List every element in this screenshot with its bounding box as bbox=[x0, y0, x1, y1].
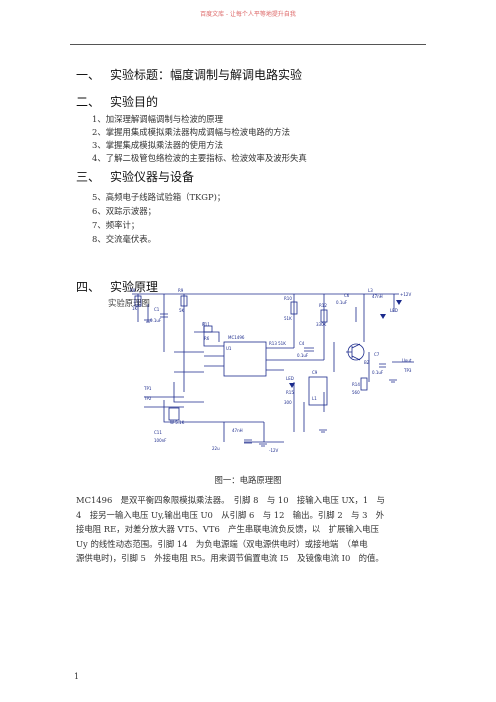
svg-text:R14: R14 bbox=[352, 382, 360, 387]
svg-text:1K: 1K bbox=[132, 306, 138, 311]
svg-text:C4: C4 bbox=[299, 341, 305, 346]
svg-text:C9: C9 bbox=[312, 370, 318, 375]
svg-text:560: 560 bbox=[352, 390, 360, 395]
svg-text:330K: 330K bbox=[316, 322, 327, 327]
section-1-number: 一、 bbox=[76, 68, 101, 82]
section-2-heading: 二、实验目的 bbox=[76, 93, 158, 110]
svg-text:C11: C11 bbox=[154, 430, 162, 435]
svg-text:100nF: 100nF bbox=[154, 438, 167, 443]
section-4-number: 四、 bbox=[76, 280, 101, 294]
paragraph-line: MC1496 是双平衡四象限模拟乘法器。 引脚 8 与 10 接输入电压 UX，… bbox=[76, 495, 385, 505]
svg-text:0.1uF: 0.1uF bbox=[297, 353, 309, 358]
header-rule bbox=[70, 44, 426, 45]
section-3-number: 三、 bbox=[76, 170, 101, 184]
svg-text:0.1uF: 0.1uF bbox=[372, 370, 384, 375]
section-3-title: 实验仪器与设备 bbox=[110, 170, 195, 184]
svg-text:5K: 5K bbox=[179, 308, 185, 313]
section-1-heading: 一、实验标题：幅度调制与解调电路实验 bbox=[76, 66, 302, 83]
figure-caption: 图一：电路原理图 bbox=[214, 475, 282, 485]
section-1-title: 实验标题：幅度调制与解调电路实验 bbox=[110, 68, 303, 82]
svg-text:51K: 51K bbox=[284, 316, 292, 321]
svg-text:TP1: TP1 bbox=[143, 386, 152, 391]
paragraph-line: 接电阻 RE，对差分放大器 VT5、VT6 产生串联电流负反馈，以 扩展输入电压 bbox=[76, 524, 379, 535]
svg-text:R8: R8 bbox=[130, 288, 136, 293]
svg-text:-12V: -12V bbox=[269, 448, 279, 453]
principle-intro: 实验原理图 bbox=[108, 298, 150, 308]
objective-3: 3、掌握集成模拟乘法器的使用方法 bbox=[92, 140, 223, 150]
svg-text:L3: L3 bbox=[368, 288, 373, 293]
page-number: 1 bbox=[74, 672, 80, 681]
svg-text:TP2: TP2 bbox=[143, 396, 152, 401]
svg-text:MC1496: MC1496 bbox=[228, 335, 245, 340]
paragraph-line: Uy 的线性动态范围。引脚 14 为负电源端（双电源供电时）或接地端 （单电 bbox=[76, 538, 368, 549]
svg-text:R9: R9 bbox=[178, 288, 184, 293]
svg-text:R13 51K: R13 51K bbox=[269, 341, 286, 346]
equipment-3: 7、频率计； bbox=[92, 220, 140, 230]
objective-2: 2、掌握用集成模拟乘法器构成调幅与检波电路的方法 bbox=[92, 127, 290, 137]
svg-text:0.1uF: 0.1uF bbox=[336, 300, 348, 305]
svg-text:W 5.1K: W 5.1K bbox=[170, 420, 185, 425]
svg-text:R15: R15 bbox=[286, 390, 294, 395]
svg-text:C6: C6 bbox=[344, 293, 350, 298]
svg-text:C1: C1 bbox=[154, 307, 160, 312]
paragraph-line: 源供电时)，引脚 5 外接电阻 R5。用来调节偏置电流 I5 及镜像电流 I0 … bbox=[76, 553, 384, 564]
svg-text:0.1uF: 0.1uF bbox=[150, 318, 162, 323]
svg-text:R11: R11 bbox=[202, 322, 210, 327]
svg-text:Uout: Uout bbox=[402, 358, 412, 363]
section-4-title: 实验原理 bbox=[110, 280, 159, 294]
objective-1: 1、加深理解调幅调制与检波的原理 bbox=[92, 114, 223, 124]
svg-text:LED: LED bbox=[390, 308, 398, 313]
svg-text:22u: 22u bbox=[212, 446, 220, 451]
svg-text:R12: R12 bbox=[319, 303, 327, 308]
svg-text:BZ: BZ bbox=[364, 360, 370, 365]
equipment-1: 5、高频电子线路试验箱（TKGP)； bbox=[92, 192, 226, 202]
section-2-title: 实验目的 bbox=[110, 95, 159, 109]
svg-text:47nH: 47nH bbox=[232, 428, 243, 433]
section-2-number: 二、 bbox=[76, 95, 101, 109]
paragraph-line: 4 接另一输入电压 Uy,输出电压 U0 从引脚 6 与 12 输出。引脚 2 … bbox=[76, 509, 385, 520]
svg-text:R10: R10 bbox=[284, 296, 292, 301]
svg-text:LED: LED bbox=[286, 376, 294, 381]
svg-text:L1: L1 bbox=[312, 396, 317, 401]
svg-text:TP3: TP3 bbox=[403, 368, 412, 373]
page-header: 百度文库 - 让每个人平等地提升自我 bbox=[200, 11, 296, 18]
svg-text:R6: R6 bbox=[204, 336, 210, 341]
svg-text:47nH: 47nH bbox=[372, 294, 383, 299]
svg-text:300: 300 bbox=[284, 400, 292, 405]
body-paragraph: MC1496 是双平衡四象限模拟乘法器。 引脚 8 与 10 接输入电压 UX，… bbox=[76, 493, 422, 566]
objective-4: 4、了解二极管包络检波的主要指标、检波效率及波形失真 bbox=[92, 153, 307, 163]
svg-text:C7: C7 bbox=[374, 352, 380, 357]
section-4-heading: 四、实验原理 bbox=[76, 278, 158, 295]
equipment-2: 6、双踪示波器； bbox=[92, 206, 156, 216]
svg-text:+12V: +12V bbox=[400, 292, 411, 297]
equipment-4: 8、交流毫伏表。 bbox=[92, 234, 156, 244]
svg-text:U1: U1 bbox=[226, 346, 232, 351]
section-3-heading: 三、实验仪器与设备 bbox=[76, 168, 194, 185]
